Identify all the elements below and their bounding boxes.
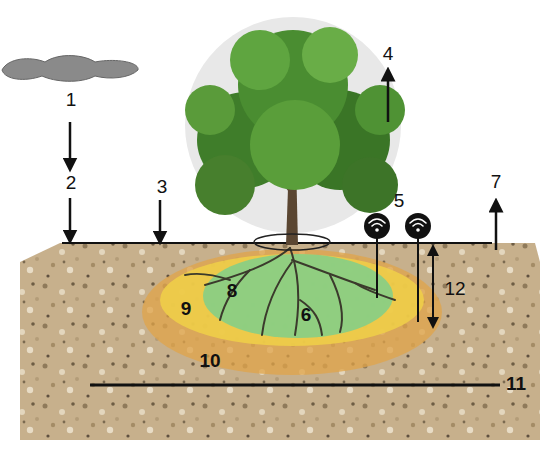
callout-number: 8 [227,281,238,300]
callout-number: 12 [444,279,465,298]
callout-number: 5 [394,191,405,210]
callout-number: 9 [181,299,192,318]
callout-number: 4 [383,44,394,63]
callout-number: 10 [199,351,220,370]
callout-number: 11 [506,374,526,393]
callout-number: 3 [157,177,168,196]
callout-number: 1 [66,90,77,109]
callout-number: 7 [491,172,502,191]
callout-number: 6 [301,305,312,324]
callout-number: 2 [66,173,77,192]
